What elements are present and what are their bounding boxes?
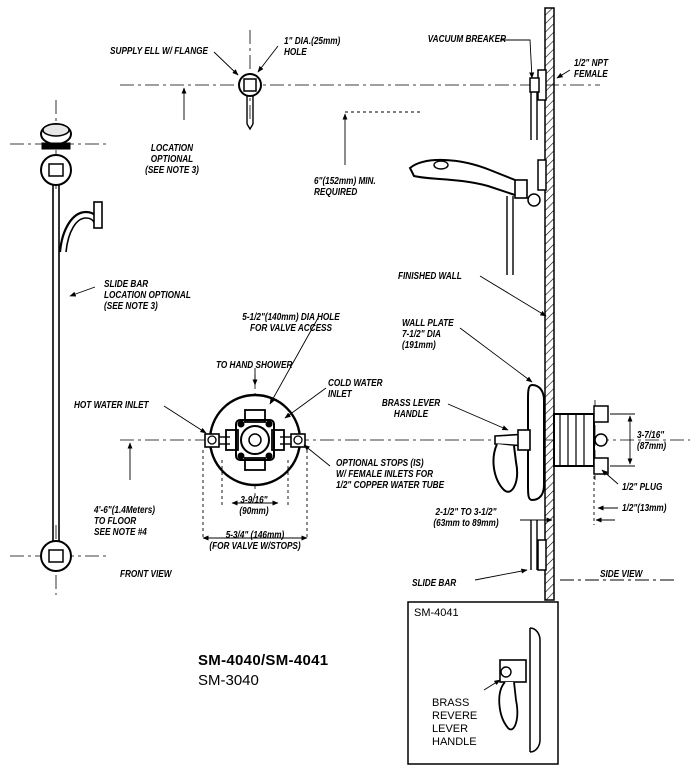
- label-hole-dia: 1" DIA.(25mm) HOLE: [284, 36, 341, 58]
- label-valve-hole: 5-1/2"(140mm) DIA HOLE FOR VALVE ACCESS: [242, 312, 340, 334]
- label-slide-bar-location: SLIDE BAR LOCATION OPTIONAL (SEE NOTE 3): [104, 279, 191, 312]
- supply-ell-front: [238, 73, 262, 131]
- label-front-view: FRONT VIEW: [120, 569, 172, 580]
- label-min-required: 6"(152mm) MIN. REQUIRED: [314, 176, 376, 198]
- label-npt-female: 1/2" NPT FEMALE: [574, 58, 608, 80]
- label-plug: 1/2" PLUG: [622, 482, 663, 493]
- hand-shower-side: [408, 159, 547, 275]
- label-cold-water-inlet: COLD WATER INLET: [328, 378, 383, 400]
- label-to-hand-shower: TO HAND SHOWER: [216, 360, 293, 371]
- slide-bar-front: [40, 123, 103, 572]
- label-hot-water-inlet: HOT WATER INLET: [74, 400, 149, 411]
- label-slide-bar: SLIDE BAR: [412, 578, 457, 589]
- valve-front: [204, 393, 306, 487]
- model-subtitle: SM-3040: [198, 672, 259, 689]
- label-finished-wall: FINISHED WALL: [398, 271, 462, 282]
- label-dim-2-half: 2-1/2" TO 3-1/2" (63mm to 89mm): [433, 507, 499, 529]
- label-side-view: SIDE VIEW: [600, 569, 643, 580]
- front-dimensions: [127, 87, 308, 541]
- slide-bar-side: [530, 520, 547, 571]
- label-optional-stops: OPTIONAL STOPS (IS) W/ FEMALE INLETS FOR…: [336, 458, 445, 491]
- front-leaders: [69, 45, 331, 467]
- label-dim-5-3-4: 5-3/4" (146mm) (FOR VALVE W/STOPS): [209, 530, 301, 552]
- wall-side: [544, 7, 555, 601]
- vacuum-breaker-side: [529, 69, 547, 140]
- label-dim-3-9-16: 3-9/16" (90mm): [239, 495, 269, 517]
- label-vacuum-breaker: VACUUM BREAKER: [427, 34, 506, 45]
- label-dim-half-13: 1/2"(13mm): [622, 503, 667, 514]
- label-dim-3-7-16: 3-7/16" (87mm): [637, 430, 667, 452]
- inset-model-label: SM-4041: [414, 607, 459, 619]
- model-title: SM-4040/SM-4041: [198, 652, 329, 669]
- label-supply-ell: SUPPLY ELL W/ FLANGE: [110, 46, 208, 57]
- inset-box: [407, 601, 559, 765]
- side-dimensions: [342, 39, 675, 581]
- label-to-floor: 4'-6"(1.4Meters) TO FLOOR SEE NOTE #4: [94, 505, 155, 538]
- label-location-optional: LOCATION OPTIONAL (SEE NOTE 3): [145, 143, 199, 176]
- label-wall-plate: WALL PLATE 7-1/2" DIA (191mm): [402, 318, 454, 351]
- valve-side: [492, 383, 609, 502]
- label-brass-lever-handle: BRASS LEVER HANDLE: [381, 398, 441, 420]
- inset-callout-label: BRASS REVERE LEVER HANDLE: [432, 697, 478, 748]
